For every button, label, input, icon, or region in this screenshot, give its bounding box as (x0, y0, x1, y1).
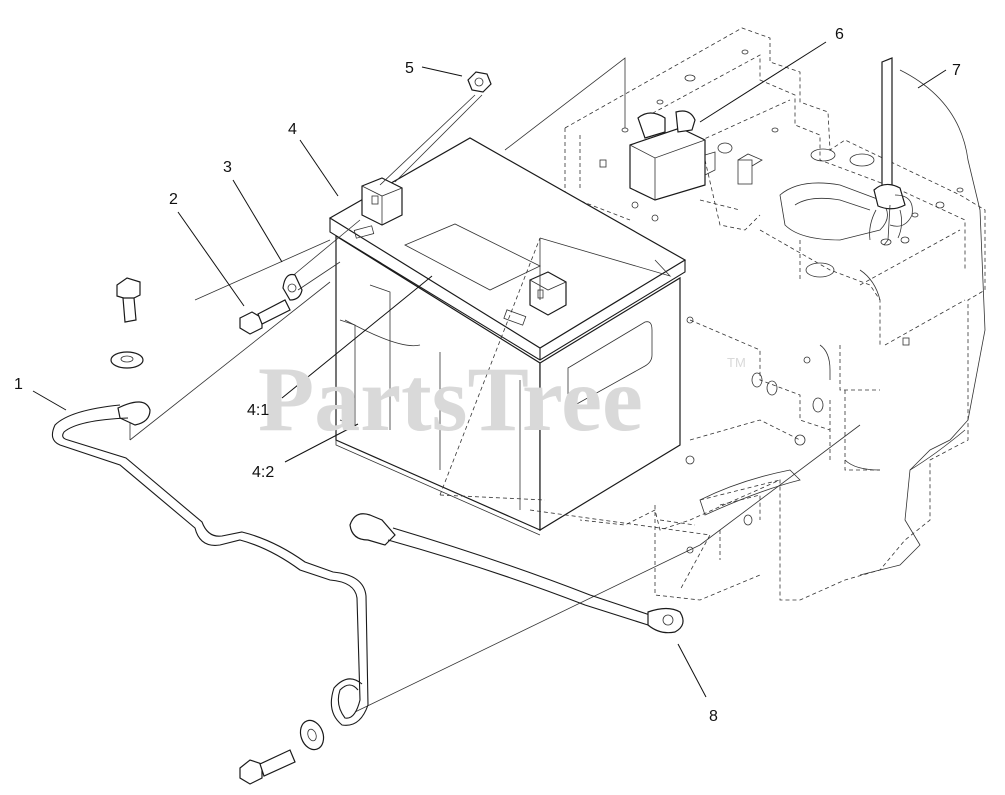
callout-labels: 1 2 3 4 4:1 4:2 5 6 7 8 (14, 26, 961, 725)
callout-4: 4 (288, 121, 297, 138)
hardware-bolt-bottom (239, 719, 325, 785)
part-3-terminal (282, 261, 341, 301)
part-1-holddown-rod (51, 401, 369, 726)
watermark: PartsTree TM (258, 348, 746, 450)
leader-lines (32, 41, 947, 698)
part-8-cable (349, 513, 684, 634)
hardware-bolt-top (110, 277, 144, 369)
callout-6: 6 (835, 26, 844, 43)
watermark-text: PartsTree (258, 348, 643, 450)
callout-4-1: 4:1 (247, 402, 269, 419)
part-5-nut (379, 71, 492, 186)
callout-8: 8 (709, 708, 718, 725)
part-2-bolt (239, 299, 291, 335)
callout-2: 2 (169, 191, 178, 208)
chassis-frame (564, 27, 986, 601)
callout-5: 5 (405, 60, 414, 77)
part-7-rod (869, 57, 913, 246)
part-6-solenoid (629, 110, 716, 201)
part-4-battery (328, 137, 687, 536)
callout-4-2: 4:2 (252, 464, 274, 481)
callout-7: 7 (952, 62, 961, 79)
watermark-trademark: TM (727, 355, 746, 370)
callout-1: 1 (14, 376, 23, 393)
callout-3: 3 (223, 159, 232, 176)
